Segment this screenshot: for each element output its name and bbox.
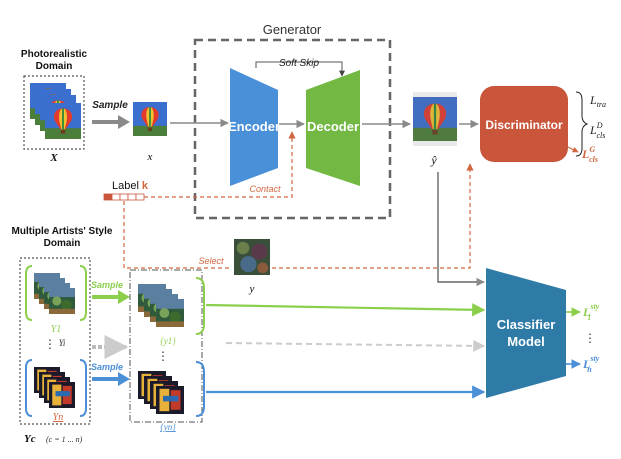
y1-to-classifier-arrow xyxy=(205,303,486,317)
classifier-block xyxy=(486,268,566,398)
y1-sample-bracket xyxy=(195,277,205,335)
sampled-sets-box xyxy=(129,269,203,423)
y1-bracket-left xyxy=(25,265,33,321)
generator-title: Generator xyxy=(263,22,322,37)
photo-domain-title-2: Domain xyxy=(36,61,73,72)
style-sample-label-2: Sample xyxy=(91,362,123,372)
decoder-block xyxy=(306,70,360,186)
photo-domain-box xyxy=(23,75,85,150)
style-sample-arrow-1 xyxy=(92,290,130,304)
classifier-label-1: Classifier xyxy=(497,317,556,332)
decoder-label: Decoder xyxy=(307,119,359,134)
photo-sample-label: Sample xyxy=(92,100,128,111)
yn-set-label: {yn} xyxy=(160,422,176,432)
contact-arrow xyxy=(144,131,296,198)
yc-label: Yc xyxy=(24,433,36,445)
yn-bracket-left xyxy=(25,359,33,417)
generator-box xyxy=(193,38,392,220)
label-k-vector xyxy=(103,193,145,201)
y1-label: Y1 xyxy=(51,324,62,335)
x-image xyxy=(133,100,167,138)
yi-dots: ⋮ xyxy=(44,337,56,351)
photo-domain-title-1: Photorealistic xyxy=(21,49,88,60)
select-label: Select xyxy=(198,256,224,266)
label-to-select-dashed xyxy=(123,201,232,269)
sample-dots: ⋮ xyxy=(157,349,169,363)
yi-label: Yi xyxy=(59,338,66,348)
yn-painting-stack xyxy=(34,367,75,408)
soft-skip-arrow xyxy=(255,61,345,77)
photo-sample-arrow xyxy=(92,115,130,129)
yi-to-classifier-arrow xyxy=(225,339,486,352)
style-sample-label-1: Sample xyxy=(91,280,123,290)
classifier-output-dots: ⋮ xyxy=(584,331,596,345)
y-hat-label: ŷ xyxy=(430,153,437,167)
yc-range: (c = 1 ... n) xyxy=(46,435,83,444)
y-to-discriminator-arrow xyxy=(272,163,474,269)
yn-label: Yn xyxy=(53,412,64,423)
loss-G-arrow xyxy=(567,146,579,153)
classifier-label-2: Model xyxy=(507,334,545,349)
discriminator-block xyxy=(480,86,568,162)
svg-text:Ltra: Ltra xyxy=(589,93,606,109)
style-domain-title-2: Domain xyxy=(44,238,81,249)
contact-label: Contact xyxy=(249,184,281,194)
style-domain-title-1: Multiple Artists' Style xyxy=(12,226,113,237)
loss-brace xyxy=(575,91,589,157)
y1-sample-stack xyxy=(138,284,184,327)
output-to-classifier-arrow xyxy=(437,172,485,287)
discriminator-label: Discriminator xyxy=(485,118,563,132)
photo-stack xyxy=(30,82,81,141)
loss-L-tra: Ltra xyxy=(589,93,606,109)
yn-sample-stack xyxy=(138,371,184,414)
y1-painting-stack xyxy=(34,273,75,314)
encoder-label: Encoder xyxy=(228,119,280,134)
y1-bracket-right xyxy=(79,265,87,321)
style-sample-arrow-n xyxy=(92,372,130,386)
yn-sample-bracket xyxy=(195,361,205,417)
style-domain-box xyxy=(19,257,91,425)
y-label: y xyxy=(249,283,255,295)
yn-bracket-right xyxy=(79,359,87,417)
y1-set-label: {y1} xyxy=(160,336,176,346)
x-label: x xyxy=(147,151,153,163)
y-image xyxy=(234,239,270,275)
photo-set-label: X xyxy=(49,152,58,164)
soft-skip-label: Soft Skip xyxy=(279,58,319,69)
encoder-block xyxy=(230,68,278,186)
